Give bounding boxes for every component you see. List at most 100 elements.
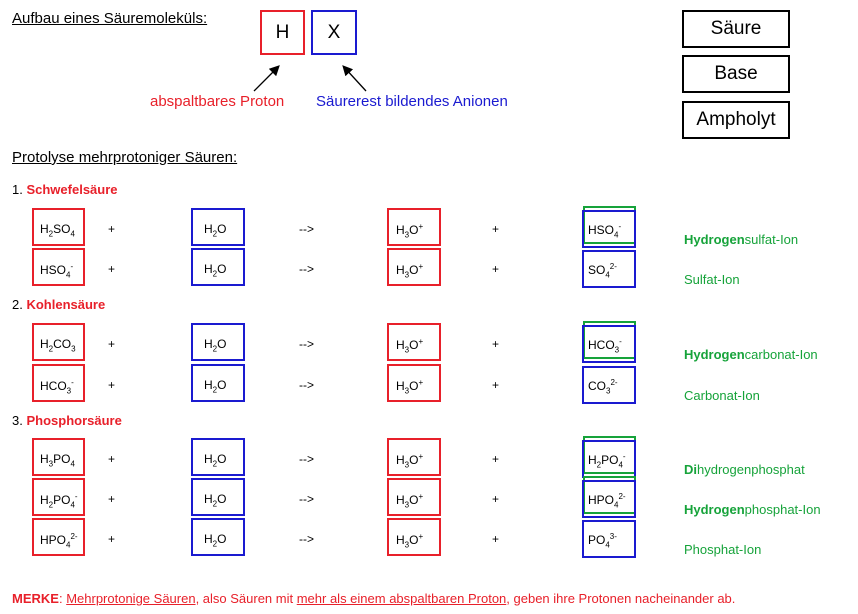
product-formula-part: 4 [605, 270, 610, 280]
acid-formula-part: 3 [48, 459, 54, 469]
hydronium-box [387, 438, 441, 476]
acid-formula-part: 2 [48, 500, 54, 510]
footer-label: MERKE [12, 591, 59, 606]
acid-formula: HPO42- [40, 533, 78, 549]
product-formula: H2PO4- [588, 453, 626, 469]
plus-sign: + [492, 452, 500, 466]
acid-box [32, 478, 85, 516]
water-box [191, 323, 245, 361]
ion-name: Hydrogensulfat-Ion [684, 232, 798, 247]
ion-name: Sulfat-Ion [684, 272, 740, 287]
reaction-arrow: --> [299, 262, 314, 276]
product-formula-part: 4 [618, 460, 623, 470]
water-formula-part: H [204, 378, 213, 392]
footer-part4: , geben ihre Protonen nacheinander ab. [506, 591, 736, 606]
protolysis-title: Protolyse mehrprotoniger Säuren: [12, 149, 238, 166]
hydronium-formula-part: H [396, 533, 405, 547]
water-formula-part: 2 [212, 269, 218, 279]
product-formula-part: PO [588, 533, 606, 547]
hydronium-formula-part: H [396, 263, 405, 277]
acid-formula-part: 4 [66, 270, 71, 280]
plus-sign: + [108, 378, 116, 392]
water-formula-part: 2 [212, 344, 218, 354]
water-formula-part: O [217, 492, 227, 506]
plus-sign: + [492, 492, 500, 506]
plus-sign: + [108, 262, 116, 276]
ion-name-rest: Carbonat-Ion [684, 388, 760, 403]
product-box [582, 210, 636, 248]
ion-name-bold: Hydrogen [684, 232, 745, 247]
water-formula-part: O [217, 337, 227, 351]
water-box [191, 364, 245, 402]
hydronium-formula: H3O+ [396, 453, 423, 469]
water-formula: H2O [204, 263, 226, 278]
plus-sign: + [108, 337, 116, 351]
hydronium-box [387, 518, 441, 556]
acid-formula-part: PO [53, 493, 71, 507]
section-heading: 1. Schwefelsäure [12, 182, 118, 197]
reaction-arrow: --> [299, 492, 314, 506]
acid-formula-part: - [70, 262, 74, 271]
product-formula-part: - [622, 452, 626, 461]
product-formula-part: PO [601, 453, 619, 467]
pointer-arrows [253, 65, 367, 92]
hydronium-formula-part: 3 [404, 345, 410, 355]
acid-formula-part: HPO [40, 533, 67, 547]
plus-sign: + [108, 532, 116, 546]
product-formula-part: 4 [605, 540, 610, 550]
section-name: Schwefelsäure [26, 182, 118, 197]
product-formula: PO43- [588, 533, 617, 549]
ion-name: Phosphat-Ion [684, 542, 761, 557]
product-formula-part: 2 [596, 460, 602, 470]
plus-sign: + [108, 452, 116, 466]
acid-box [32, 364, 85, 402]
hydronium-formula-part: H [396, 379, 405, 393]
water-formula: H2O [204, 493, 226, 508]
product-formula-part: 3 [606, 386, 611, 396]
hydronium-formula-part: + [418, 378, 424, 387]
section-number: 3. [12, 413, 27, 428]
acid-formula-part: H [40, 337, 49, 351]
legend-acid-label: Säure [710, 18, 762, 39]
ion-name: Hydrogenphosphat-Ion [684, 502, 821, 517]
product-formula-part: - [619, 337, 622, 346]
plus-sign: + [492, 337, 500, 351]
water-box [191, 518, 245, 556]
product-box [582, 250, 636, 288]
hydronium-formula-part: 3 [404, 270, 410, 280]
water-formula-part: H [204, 492, 213, 506]
acid-formula: H3PO4 [40, 453, 75, 468]
acid-formula-part: 3 [66, 386, 72, 396]
water-formula-part: 2 [212, 229, 218, 239]
product-box [582, 366, 636, 404]
product-formula: CO32- [588, 379, 618, 395]
acid-formula: HSO4- [40, 263, 73, 279]
hydronium-box [387, 364, 441, 402]
water-box [191, 438, 245, 476]
hydronium-formula-part: + [418, 492, 424, 501]
acid-formula: H2SO4 [40, 223, 75, 238]
acid-formula: H2CO3 [40, 338, 76, 353]
product-formula-part: - [618, 222, 622, 231]
acid-formula-part: 4 [66, 540, 71, 550]
proton-arrow [253, 65, 280, 92]
reaction-arrow: --> [299, 452, 314, 466]
water-formula: H2O [204, 533, 226, 548]
acid-formula-part: 2 [48, 229, 54, 239]
acid-formula-part: H [40, 222, 49, 236]
plus-sign: + [492, 532, 500, 546]
acid-formula-part: H [40, 493, 49, 507]
legend-ampholyte: Ampholyt [682, 101, 790, 139]
reaction-arrow: --> [299, 222, 314, 236]
product-formula-part: 4 [614, 500, 619, 510]
plus-sign: + [492, 262, 500, 276]
h-letter: H [275, 21, 290, 43]
water-formula-part: O [217, 222, 227, 236]
acid-formula: H2PO4- [40, 493, 78, 509]
hydronium-box [387, 478, 441, 516]
water-formula-part: O [217, 262, 227, 276]
legend-base: Base [682, 55, 790, 93]
acid-formula-part: CO [53, 337, 72, 351]
acid-formula-part: 4 [70, 500, 75, 510]
hydronium-formula-part: H [396, 453, 405, 467]
